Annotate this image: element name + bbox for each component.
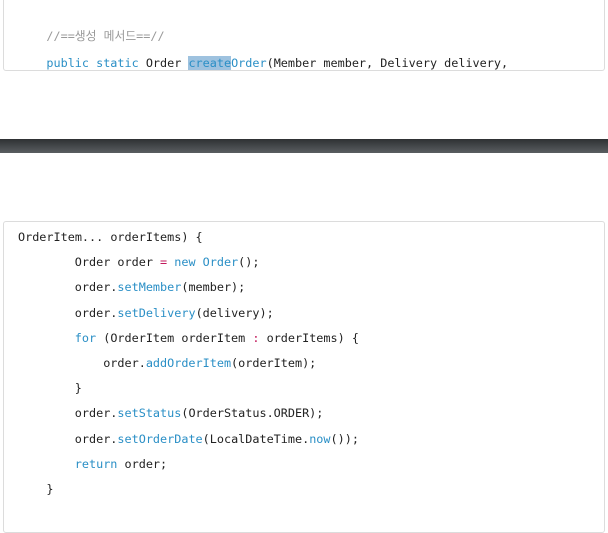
code-token: setMember — [117, 280, 182, 295]
code-line: order.addOrderItem(orderItem); — [103, 355, 316, 371]
code-line: } — [46, 481, 53, 497]
code-token: order. — [74, 406, 118, 421]
code-line: } — [75, 380, 82, 396]
code-line: return order; — [75, 456, 167, 472]
code-line: Order order = new Order(); — [75, 254, 260, 270]
code-token: order. — [74, 280, 118, 295]
code-token: setStatus — [117, 406, 182, 421]
code-token: OrderItem... orderItems) { — [18, 230, 203, 244]
code-line: public static Order createOrder(Member m… — [46, 55, 508, 71]
divider-bar — [0, 139, 608, 153]
code-token: setDelivery — [117, 305, 196, 320]
selected-text: create — [188, 56, 232, 70]
code-token: = — [160, 255, 168, 270]
code-token: setOrderDate — [117, 431, 203, 446]
code-token: order. — [74, 305, 118, 320]
code-token: order. — [103, 356, 146, 370]
code-block-top: //==생성 메서드==// public static Order create… — [3, 0, 605, 71]
code-token: //==생성 메서드==// — [46, 29, 165, 43]
code-token: Order order — [74, 255, 161, 270]
code-token: } — [46, 482, 54, 496]
code-token: new Order — [167, 255, 239, 270]
code-token: orderItems) { — [259, 330, 359, 345]
code-token: : — [252, 330, 260, 345]
code-token: (delivery); — [195, 305, 274, 320]
code-token: Order — [145, 56, 189, 70]
code-token: order; — [117, 456, 168, 471]
code-line: for (OrderItem orderItem : orderItems) { — [75, 330, 359, 346]
code-line: order.setDelivery(delivery); — [75, 305, 274, 321]
code-token: (OrderItem orderItem — [96, 330, 253, 345]
code-line: order.setStatus(OrderStatus.ORDER); — [75, 405, 324, 421]
code-token: (orderItem); — [231, 356, 317, 370]
code-token: addOrderItem — [145, 356, 232, 370]
code-token: return — [74, 456, 118, 471]
code-token: (LocalDateTime. — [202, 431, 310, 446]
code-token: (); — [238, 255, 260, 270]
code-token: (member); — [181, 280, 246, 295]
code-line: OrderItem... orderItems) { — [18, 229, 203, 245]
code-line: order.setMember(member); — [75, 279, 245, 295]
code-token: } — [74, 381, 82, 396]
code-token: order. — [74, 431, 118, 446]
code-token: (OrderStatus.ORDER); — [181, 406, 324, 421]
code-token: Order — [231, 56, 267, 70]
code-token: for — [74, 330, 97, 345]
code-token: (Member member, Delivery delivery, — [266, 56, 509, 70]
code-line: //==생성 메서드==// — [46, 28, 164, 44]
code-token: public static — [46, 56, 146, 70]
code-line: order.setOrderDate(LocalDateTime.now()); — [75, 431, 359, 447]
code-token: now — [309, 431, 331, 446]
code-token: ()); — [330, 431, 359, 446]
code-block-bottom: OrderItem... orderItems) { Order order = … — [3, 221, 605, 533]
